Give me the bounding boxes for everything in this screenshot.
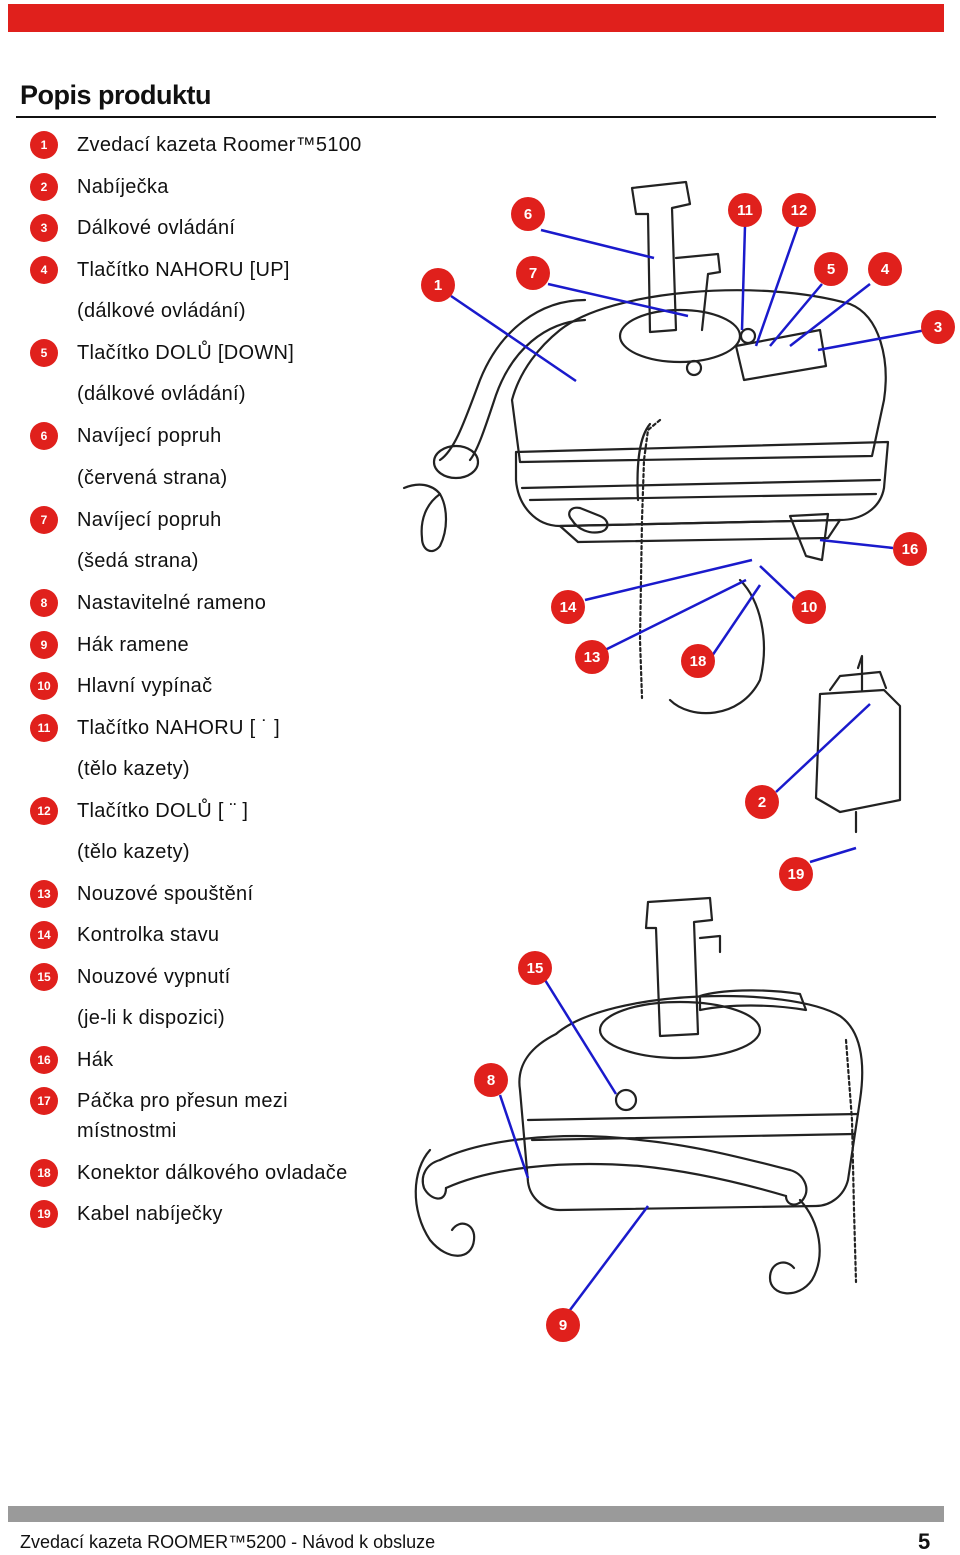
legend-item: 1 Zvedací kazeta Roomer™5100 <box>30 131 362 160</box>
number-badge: 10 <box>30 672 58 700</box>
legend-label: Nabíječka <box>77 176 169 198</box>
legend-label: Hlavní vypínač <box>77 675 213 697</box>
legend-item: 5 Tlačítko DOLŮ [DOWN] <box>30 339 294 368</box>
legend-sublabel: (dálkové ovládání) <box>77 383 246 405</box>
legend-item: 9 Hák ramene <box>30 631 189 660</box>
callout-10: 10 <box>792 590 826 624</box>
legend-item: 4 Tlačítko NAHORU [UP] <box>30 256 290 285</box>
callout-9: 9 <box>546 1308 580 1342</box>
number-badge: 19 <box>30 1200 58 1228</box>
number-badge: 6 <box>30 422 58 450</box>
legend-item: 6 Navíjecí popruh <box>30 422 222 451</box>
legend-label: Konektor dálkového ovladače <box>77 1162 348 1184</box>
legend-label: Páčka pro přesun mezi <box>77 1090 288 1112</box>
legend-item: 2 Nabíječka <box>30 173 169 202</box>
legend-label: Tlačítko NAHORU [ ˙ ] <box>77 717 280 739</box>
legend-label: Kabel nabíječky <box>77 1203 223 1225</box>
number-badge: 3 <box>30 214 58 242</box>
legend-label: Nouzové spouštění <box>77 883 254 905</box>
callout-11: 11 <box>728 193 762 227</box>
number-badge: 15 <box>30 963 58 991</box>
callout-16: 16 <box>893 532 927 566</box>
callout-18: 18 <box>681 644 715 678</box>
legend-label: Dálkové ovládání <box>77 217 236 239</box>
number-badge: 18 <box>30 1159 58 1187</box>
legend-label: Tlačítko DOLŮ [ ¨ ] <box>77 800 249 822</box>
title-divider <box>16 116 936 118</box>
callout-4: 4 <box>868 252 902 286</box>
legend-label: Tlačítko NAHORU [UP] <box>77 259 290 281</box>
legend-item: 7 Navíjecí popruh <box>30 506 222 535</box>
legend-sublabel: (dálkové ovládání) <box>77 300 246 322</box>
number-badge: 12 <box>30 797 58 825</box>
legend-sublabel: (je-li k dispozici) <box>77 1007 225 1029</box>
legend-item: 17 Páčka pro přesun mezi <box>30 1087 288 1116</box>
number-badge: 5 <box>30 339 58 367</box>
legend-item: 8 Nastavitelné rameno <box>30 589 266 618</box>
callout-14: 14 <box>551 590 585 624</box>
callout-7: 7 <box>516 256 550 290</box>
callout-1: 1 <box>421 268 455 302</box>
legend-sublabel: (tělo kazety) <box>77 841 190 863</box>
page-number: 5 <box>918 1529 931 1554</box>
callout-12: 12 <box>782 193 816 227</box>
callout-3: 3 <box>921 310 955 344</box>
callout-19: 19 <box>779 857 813 891</box>
number-badge: 1 <box>30 131 58 159</box>
legend-sublabel: (šedá strana) <box>77 550 199 572</box>
number-badge: 14 <box>30 921 58 949</box>
legend-item: 19 Kabel nabíječky <box>30 1200 223 1229</box>
footer-title: Zvedací kazeta ROOMER™5200 - Návod k obs… <box>20 1532 436 1552</box>
legend-item: 15 Nouzové vypnutí <box>30 963 230 992</box>
legend-label: Navíjecí popruh <box>77 509 222 531</box>
number-badge: 13 <box>30 880 58 908</box>
legend-item: 12 Tlačítko DOLŮ [ ¨ ] <box>30 797 248 826</box>
callout-13: 13 <box>575 640 609 674</box>
number-badge: 9 <box>30 631 58 659</box>
legend-item: 10 Hlavní vypínač <box>30 672 212 701</box>
legend-label: Zvedací kazeta Roomer™5100 <box>77 134 362 156</box>
number-badge: 17 <box>30 1087 58 1115</box>
footer-bar <box>8 1506 944 1522</box>
number-badge: 8 <box>30 589 58 617</box>
legend-sublabel: (tělo kazety) <box>77 758 190 780</box>
legend-item: 11 Tlačítko NAHORU [ ˙ ] <box>30 714 280 743</box>
number-badge: 16 <box>30 1046 58 1074</box>
number-badge: 7 <box>30 506 58 534</box>
number-badge: 4 <box>30 256 58 284</box>
legend-label: Navíjecí popruh <box>77 425 222 447</box>
page-title: Popis produktu <box>20 80 212 110</box>
legend-label: Nastavitelné rameno <box>77 592 267 614</box>
legend-sublabel: místnostmi <box>77 1120 177 1142</box>
legend-label: Tlačítko DOLŮ [DOWN] <box>77 342 295 364</box>
callout-15: 15 <box>518 951 552 985</box>
header-accent-bar <box>8 4 944 32</box>
legend-label: Hák ramene <box>77 634 189 656</box>
callout-6: 6 <box>511 197 545 231</box>
callout-5: 5 <box>814 252 848 286</box>
legend-sublabel: (červená strana) <box>77 467 228 489</box>
legend-item: 14 Kontrolka stavu <box>30 921 219 950</box>
legend-label: Hák <box>77 1049 114 1071</box>
legend-item: 3 Dálkové ovládání <box>30 214 235 243</box>
legend-label: Kontrolka stavu <box>77 924 220 946</box>
legend-item: 13 Nouzové spouštění <box>30 880 253 909</box>
number-badge: 11 <box>30 714 58 742</box>
callout-2: 2 <box>745 785 779 819</box>
number-badge: 2 <box>30 173 58 201</box>
legend-item: 16 Hák <box>30 1046 113 1075</box>
legend-item: 18 Konektor dálkového ovladače <box>30 1159 348 1188</box>
callout-8: 8 <box>474 1063 508 1097</box>
legend-label: Nouzové vypnutí <box>77 966 231 988</box>
